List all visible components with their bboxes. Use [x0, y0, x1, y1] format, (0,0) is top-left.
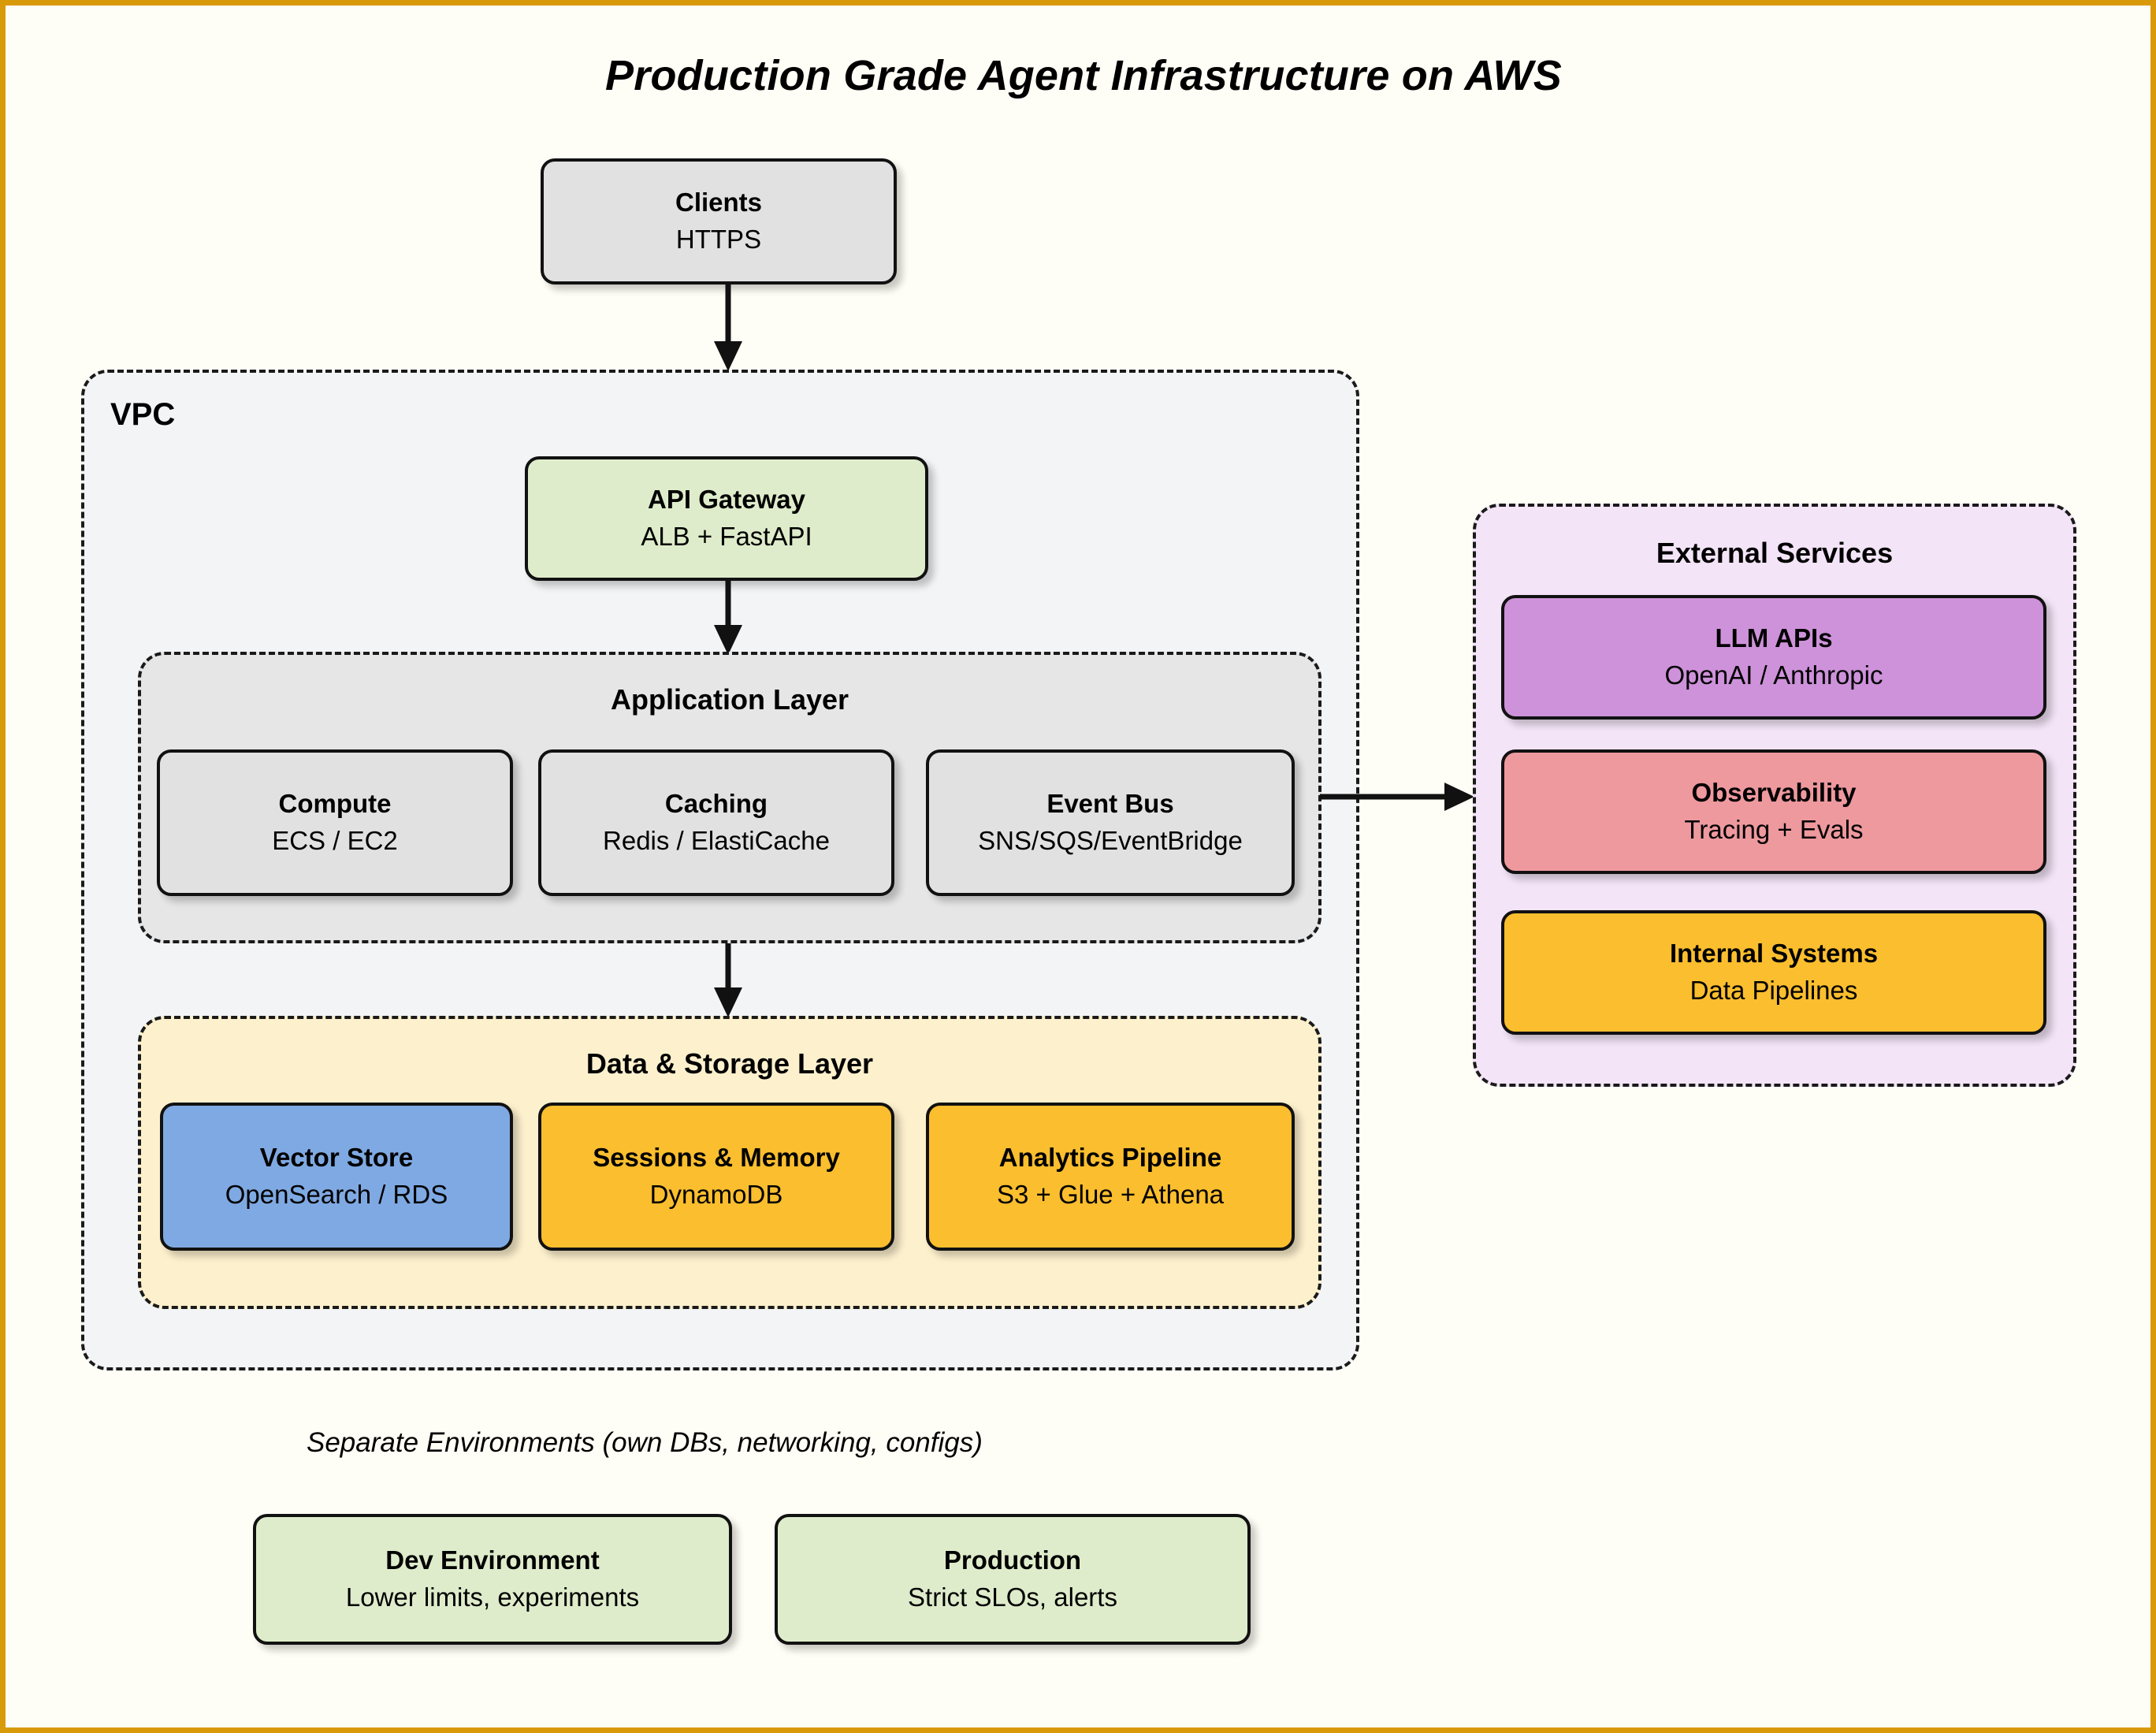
node-analytics-pipeline-subtitle: S3 + Glue + Athena	[996, 1180, 1225, 1209]
connector-applayer-to-datalayer	[712, 943, 744, 1019]
environments-caption: Separate Environments (own DBs, networki…	[307, 1427, 983, 1458]
group-application-layer-label: Application Layer	[610, 683, 849, 716]
node-api-gateway-title: API Gateway	[648, 485, 805, 515]
node-compute[interactable]: Compute ECS / EC2	[157, 749, 513, 896]
node-llm-apis-title: LLM APIs	[1715, 623, 1833, 653]
node-dev-environment[interactable]: Dev Environment Lower limits, experiment…	[253, 1514, 732, 1645]
node-observability-subtitle: Tracing + Evals	[1684, 815, 1864, 844]
node-sessions-memory-subtitle: DynamoDB	[649, 1180, 783, 1209]
connector-apigateway-to-applayer	[712, 581, 744, 656]
node-event-bus[interactable]: Event Bus SNS/SQS/EventBridge	[926, 749, 1295, 896]
connector-clients-to-vpc	[712, 284, 744, 373]
node-llm-apis-subtitle: OpenAI / Anthropic	[1664, 660, 1883, 690]
node-caching[interactable]: Caching Redis / ElastiCache	[538, 749, 894, 896]
node-api-gateway-subtitle: ALB + FastAPI	[641, 522, 812, 551]
node-clients-title: Clients	[675, 188, 763, 218]
node-observability-title: Observability	[1691, 778, 1857, 808]
node-vector-store-title: Vector Store	[259, 1143, 414, 1173]
node-event-bus-subtitle: SNS/SQS/EventBridge	[978, 826, 1243, 855]
connector-applayer-to-external	[1320, 781, 1478, 813]
node-sessions-memory-title: Sessions & Memory	[593, 1143, 840, 1173]
node-vector-store[interactable]: Vector Store OpenSearch / RDS	[160, 1103, 513, 1251]
node-production-subtitle: Strict SLOs, alerts	[908, 1582, 1117, 1612]
node-observability[interactable]: Observability Tracing + Evals	[1501, 749, 2046, 874]
page-title: Production Grade Agent Infrastructure on…	[605, 52, 1562, 99]
node-internal-systems-subtitle: Data Pipelines	[1689, 976, 1858, 1005]
node-caching-subtitle: Redis / ElastiCache	[603, 826, 830, 855]
node-analytics-pipeline[interactable]: Analytics Pipeline S3 + Glue + Athena	[926, 1103, 1295, 1251]
node-caching-title: Caching	[664, 789, 768, 819]
node-dev-environment-title: Dev Environment	[385, 1545, 600, 1575]
group-external-services-label: External Services	[1656, 537, 1894, 569]
node-compute-title: Compute	[278, 789, 392, 819]
node-llm-apis[interactable]: LLM APIs OpenAI / Anthropic	[1501, 595, 2046, 720]
node-event-bus-title: Event Bus	[1046, 789, 1174, 819]
node-analytics-pipeline-title: Analytics Pipeline	[998, 1143, 1222, 1173]
node-api-gateway[interactable]: API Gateway ALB + FastAPI	[525, 456, 928, 581]
node-internal-systems[interactable]: Internal Systems Data Pipelines	[1501, 910, 2046, 1035]
node-dev-environment-subtitle: Lower limits, experiments	[345, 1582, 640, 1612]
node-compute-subtitle: ECS / EC2	[272, 826, 398, 855]
group-data-storage-layer-label: Data & Storage Layer	[585, 1047, 874, 1080]
node-vector-store-subtitle: OpenSearch / RDS	[225, 1180, 448, 1209]
node-clients[interactable]: Clients HTTPS	[541, 158, 897, 284]
node-production[interactable]: Production Strict SLOs, alerts	[775, 1514, 1251, 1645]
node-sessions-memory[interactable]: Sessions & Memory DynamoDB	[538, 1103, 894, 1251]
group-vpc-label: VPC	[110, 397, 176, 432]
node-clients-subtitle: HTTPS	[675, 225, 762, 254]
node-production-title: Production	[943, 1545, 1082, 1575]
node-internal-systems-title: Internal Systems	[1669, 939, 1879, 969]
